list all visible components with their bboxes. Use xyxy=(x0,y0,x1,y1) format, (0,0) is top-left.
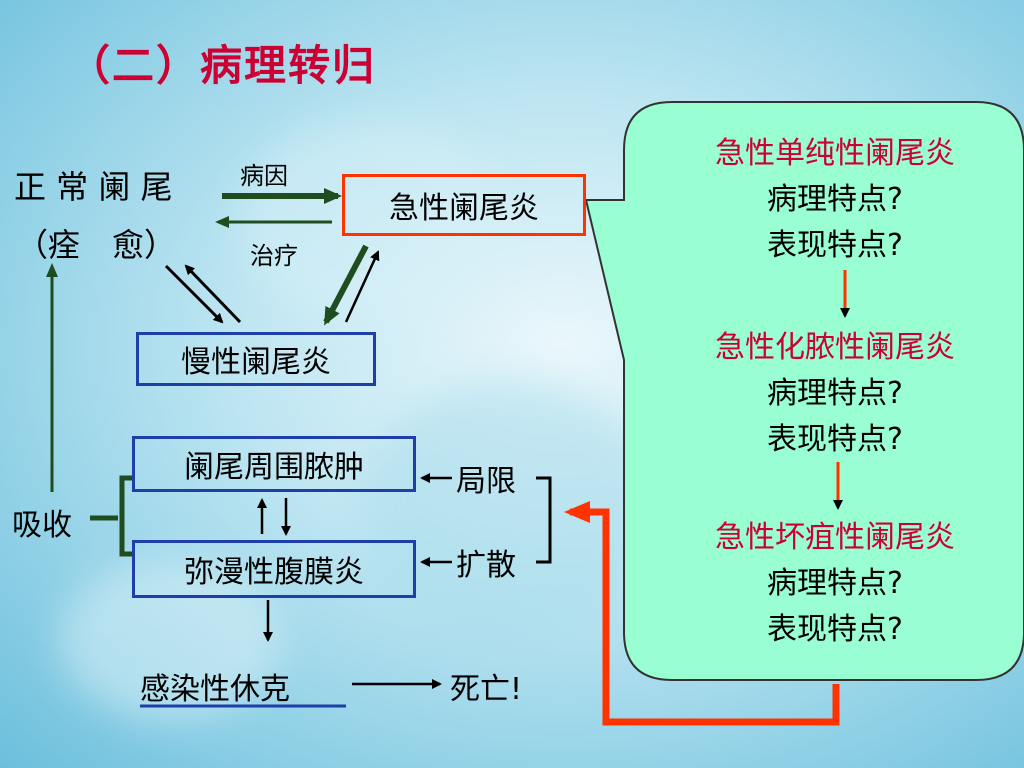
stage-pathology-question: 病理特点? xyxy=(767,182,903,217)
stage-pathology-question: 病理特点? xyxy=(767,566,903,601)
periappendiceal-abscess-label: 阑尾周围脓肿 xyxy=(184,450,364,485)
diffuse-peritonitis-label: 弥漫性腹膜炎 xyxy=(184,555,364,590)
absorb-label: 吸收 xyxy=(12,508,72,543)
acute-appendicitis-box: 急性阑尾炎 xyxy=(342,174,586,236)
page-title: （二）病理转归 xyxy=(68,41,377,90)
spread-label: 扩散 xyxy=(456,548,516,583)
stage-panel: 急性单纯性阑尾炎 病理特点? 表现特点? 急性化脓性阑尾炎 病理特点? 表现特点… xyxy=(660,128,1010,668)
stage-name: 急性单纯性阑尾炎 xyxy=(715,136,955,171)
diffuse-peritonitis-box: 弥漫性腹膜炎 xyxy=(132,540,416,598)
stage-pathology-question: 病理特点? xyxy=(767,376,903,411)
stage-name: 急性坏疽性阑尾炎 xyxy=(715,520,955,555)
localize-label: 局限 xyxy=(456,464,516,499)
normal-appendix-label: 正 常 阑 尾 xyxy=(14,168,173,206)
stage-return-arrow xyxy=(564,501,840,726)
cause-label: 病因 xyxy=(240,162,288,190)
stage-manifestation-question: 表现特点? xyxy=(767,422,903,457)
chronic-appendicitis-label: 慢性阑尾炎 xyxy=(181,345,331,380)
treatment-label: 治疗 xyxy=(250,242,298,270)
periappendiceal-abscess-box: 阑尾周围脓肿 xyxy=(132,436,416,492)
stage-panel-bubble xyxy=(584,101,1024,681)
septic-shock-label: 感染性休克 xyxy=(140,672,290,707)
stage-manifestation-question: 表现特点? xyxy=(767,612,903,647)
background-blob xyxy=(240,120,500,320)
left-bracket xyxy=(119,475,132,557)
chronic-to-normal-arrow xyxy=(184,264,242,324)
normal-to-chronic-arrow xyxy=(164,264,224,324)
acute-appendicitis-label: 急性阑尾炎 xyxy=(389,191,539,226)
death-label: 死亡! xyxy=(450,672,523,707)
cured-label: （痊 愈） xyxy=(16,226,177,264)
right-bracket xyxy=(536,476,552,564)
background-blob xyxy=(60,560,280,720)
acute-to-chronic-arrow xyxy=(323,244,369,326)
stage-manifestation-question: 表现特点? xyxy=(767,228,903,263)
stage-name: 急性化脓性阑尾炎 xyxy=(715,330,955,365)
chronic-appendicitis-box: 慢性阑尾炎 xyxy=(136,332,376,386)
chronic-to-acute-arrow xyxy=(344,250,380,323)
